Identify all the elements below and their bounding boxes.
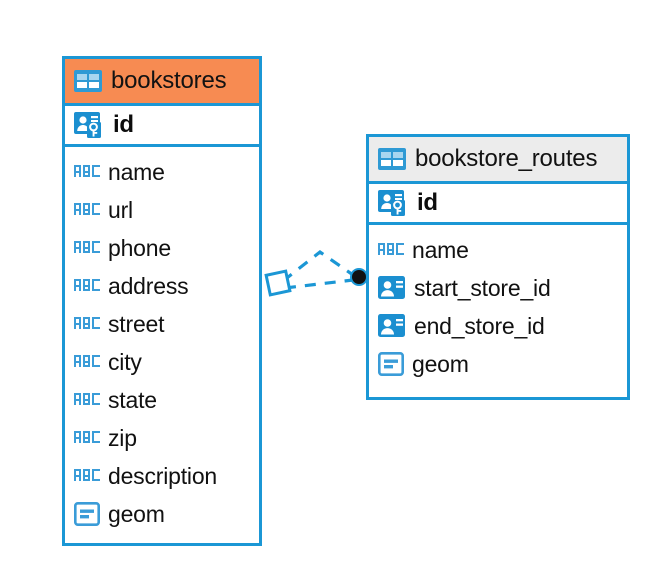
diamond-marker[interactable] — [264, 269, 292, 297]
abc-text-icon — [74, 393, 100, 407]
entity-title: bookstore_routes — [415, 145, 598, 172]
field-row[interactable]: geom — [378, 345, 619, 383]
primary-key-row[interactable]: id — [65, 103, 259, 147]
field-row[interactable]: phone — [74, 229, 251, 267]
field-row[interactable]: geom — [74, 495, 251, 533]
foreign-key-icon — [378, 276, 406, 300]
abc-text-icon — [74, 203, 100, 217]
abc-text-icon — [74, 355, 100, 369]
field-label: name — [108, 158, 165, 185]
relationship-line-upper — [282, 250, 357, 283]
field-row[interactable]: city — [74, 343, 251, 381]
field-label: geom — [108, 500, 165, 527]
field-row[interactable]: end_store_id — [378, 307, 619, 345]
geometry-icon — [378, 352, 404, 376]
field-label: url — [108, 196, 133, 223]
field-label: zip — [108, 424, 137, 451]
field-label: city — [108, 348, 142, 375]
field-list: name u — [65, 147, 259, 540]
field-label: geom — [412, 350, 469, 377]
field-row[interactable]: state — [74, 381, 251, 419]
abc-text-icon — [74, 431, 100, 445]
field-label: street — [108, 310, 165, 337]
field-label: name — [412, 236, 469, 263]
field-label: state — [108, 386, 157, 413]
field-row[interactable]: start_store_id — [378, 269, 619, 307]
entity-header[interactable]: bookstore_routes — [369, 137, 627, 181]
table-icon — [74, 70, 102, 92]
field-label: description — [108, 462, 218, 489]
abc-text-icon — [74, 469, 100, 483]
relationship-line-lower — [284, 278, 354, 290]
abc-text-icon — [378, 243, 404, 257]
field-row[interactable]: street — [74, 305, 251, 343]
field-label: end_store_id — [414, 312, 545, 339]
field-row[interactable]: url — [74, 191, 251, 229]
field-label: start_store_id — [414, 274, 551, 301]
table-icon — [378, 148, 406, 170]
primary-key-icon — [378, 189, 408, 217]
abc-text-icon — [74, 279, 100, 293]
abc-text-icon — [74, 165, 100, 179]
entity-header[interactable]: bookstores — [65, 59, 259, 103]
field-label: address — [108, 272, 189, 299]
field-row[interactable]: zip — [74, 419, 251, 457]
foreign-key-icon — [378, 314, 406, 338]
entity-table-bookstore-routes[interactable]: bookstore_routes — [366, 134, 630, 400]
primary-key-row[interactable]: id — [369, 181, 627, 225]
field-row[interactable]: name — [378, 231, 619, 269]
entity-table-bookstores[interactable]: bookstores — [62, 56, 262, 546]
field-row[interactable]: name — [74, 153, 251, 191]
geometry-icon — [74, 502, 100, 526]
field-label: phone — [108, 234, 171, 261]
abc-text-icon — [74, 317, 100, 331]
primary-key-icon — [74, 111, 104, 139]
primary-key-label: id — [417, 189, 438, 216]
field-list: name start_store_id — [369, 225, 627, 390]
entity-title: bookstores — [111, 67, 227, 94]
field-row[interactable]: description — [74, 457, 251, 495]
primary-key-label: id — [113, 111, 134, 138]
field-row[interactable]: address — [74, 267, 251, 305]
abc-text-icon — [74, 241, 100, 255]
